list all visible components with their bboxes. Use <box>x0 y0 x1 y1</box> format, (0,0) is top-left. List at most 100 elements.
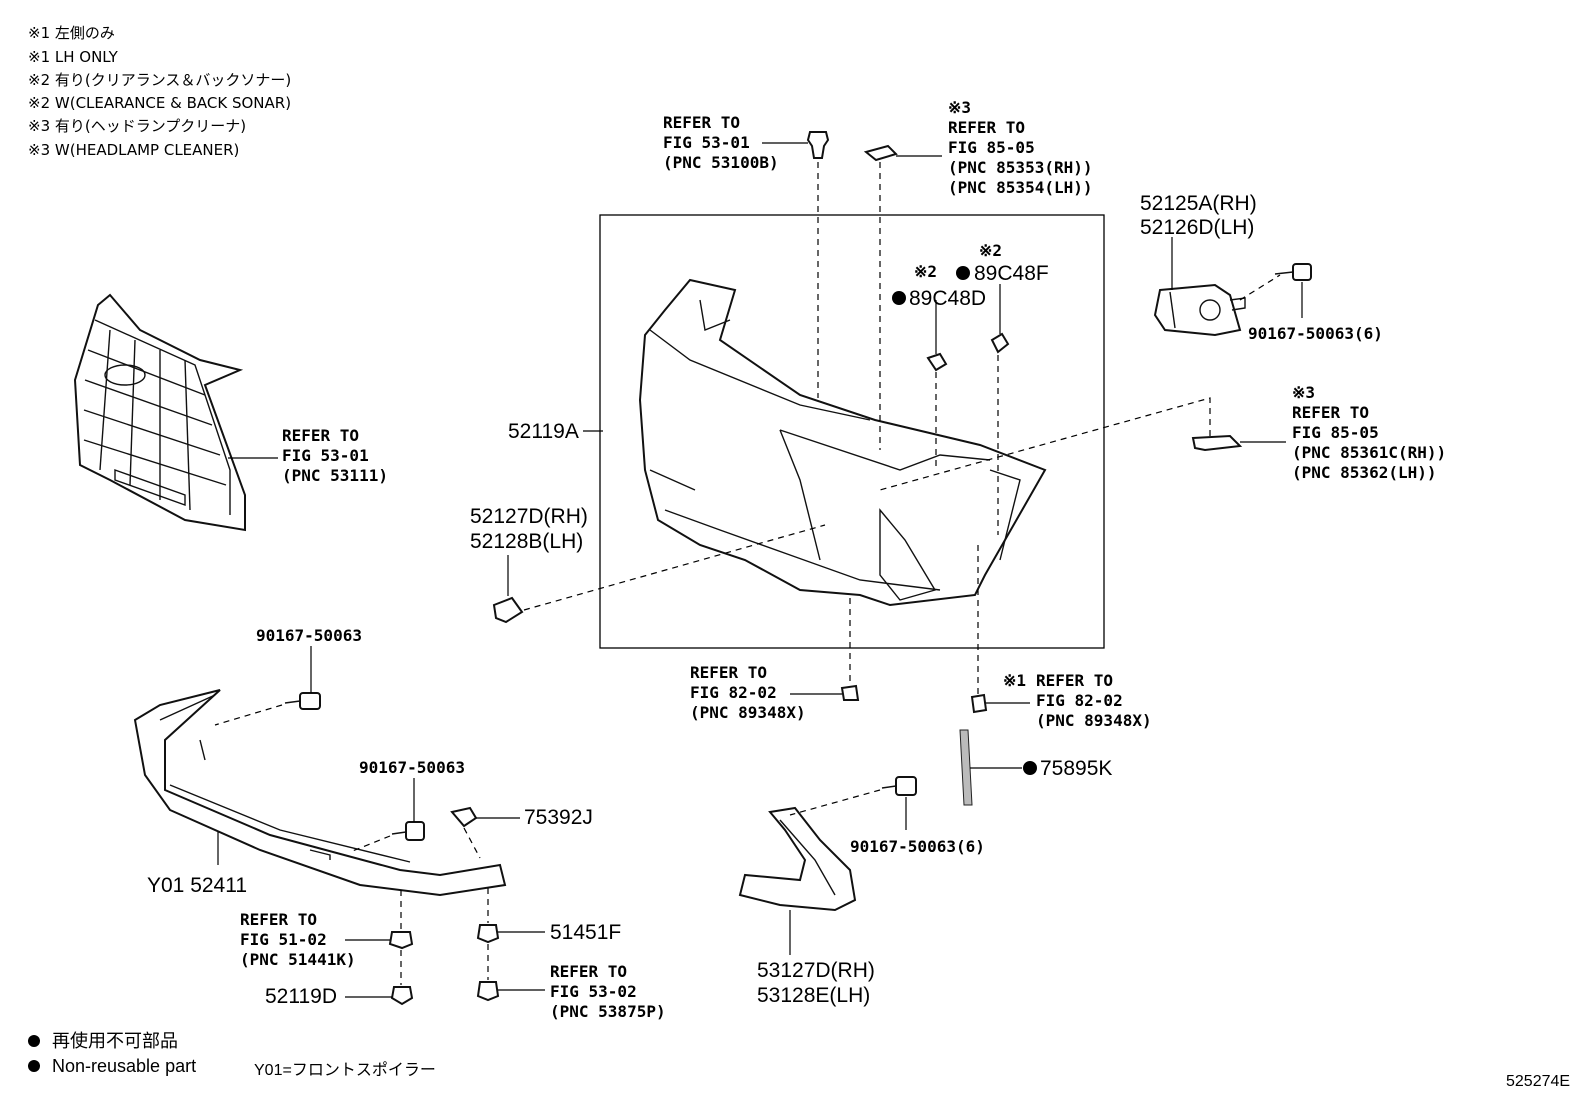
svg-text:REFER TO: REFER TO <box>690 663 767 682</box>
legend-y01: Y01=フロントスポイラー <box>254 1061 436 1079</box>
sonar-retainer-89c48f <box>990 332 1010 354</box>
sonar-89c48d-note: ※2 <box>914 262 937 281</box>
svg-text:REFER TO: REFER TO <box>663 113 740 132</box>
clip-89348x-b <box>970 693 988 714</box>
part-90167-mid-label: 90167-50063 <box>359 758 465 777</box>
dash-85361c <box>879 397 1211 491</box>
non-reusable-dot-75895k <box>1023 761 1037 775</box>
part-75895k-label: 75895K <box>1040 757 1112 780</box>
dash-bolt-left <box>214 704 283 726</box>
part-75392j-label: 75392J <box>524 806 593 829</box>
svg-text:FIG 51-02: FIG 51-02 <box>240 930 327 949</box>
headlamp-cleaner-cap <box>863 144 898 162</box>
sonar-89c48f-label: 89C48F <box>974 262 1049 285</box>
svg-text:(PNC 53875P): (PNC 53875P) <box>550 1002 666 1021</box>
note-2-jp: ※2 有り(クリアランス＆バックソナー) <box>28 71 291 89</box>
svg-text:FIG 53-02: FIG 53-02 <box>550 982 637 1001</box>
notes-block: ※1 左側のみ ※1 LH ONLY ※2 有り(クリアランス＆バックソナー) … <box>28 24 291 159</box>
legend-non-reusable-jp: 再使用不可部品 <box>52 1031 178 1051</box>
note-3-en: ※3 W(HEADLAMP CLEANER) <box>28 141 239 159</box>
legend-non-reusable-en: Non-reusable part <box>52 1056 196 1076</box>
diagram-code: 525274E <box>1506 1073 1570 1090</box>
svg-text:REFER TO: REFER TO <box>948 118 1025 137</box>
svg-text:※3: ※3 <box>948 98 971 117</box>
front-spoiler <box>133 689 507 897</box>
refer-53100b-label: REFER TO FIG 53-01 (PNC 53100B) <box>663 113 779 172</box>
part-y01-52411-label: Y01 52411 <box>147 874 247 897</box>
note-2-en: ※2 W(CLEARANCE & BACK SONAR) <box>28 94 291 112</box>
bolt-90167-bottom <box>881 776 917 796</box>
part-51451f-label: 51451F <box>550 921 621 944</box>
tow-hook-cover <box>492 596 524 624</box>
front-bumper-cover <box>638 278 1047 607</box>
svg-text:53128E(LH): 53128E(LH) <box>757 984 870 1007</box>
svg-text:REFER TO: REFER TO <box>282 426 359 445</box>
svg-text:FIG 82-02: FIG 82-02 <box>690 683 777 702</box>
dash-bolt-top-right <box>1239 274 1281 301</box>
refer-89348x-a-label: REFER TO FIG 82-02 (PNC 89348X) <box>690 663 806 722</box>
svg-text:REFER TO: REFER TO <box>550 962 627 981</box>
retainer-75392j <box>450 806 478 828</box>
headlamp-cleaner-nozzle <box>1191 434 1243 452</box>
svg-text:FIG 85-05: FIG 85-05 <box>948 138 1035 157</box>
non-reusable-dot-89c48d <box>892 291 906 305</box>
refer-85361c-label: ※3 REFER TO FIG 85-05 (PNC 85361C(RH)) (… <box>1292 383 1446 482</box>
bolt-90167-top-right <box>1274 263 1312 281</box>
non-reusable-dot-89c48f <box>956 266 970 280</box>
part-52125a-label: 52125A(RH) 52126D(LH) <box>1140 192 1257 239</box>
svg-text:(PNC 89348X): (PNC 89348X) <box>690 703 806 722</box>
legend-dot-en <box>28 1060 40 1072</box>
clip-51441k <box>388 931 414 950</box>
svg-text:※3: ※3 <box>1292 383 1315 402</box>
refer-53111-label: REFER TO FIG 53-01 (PNC 53111) <box>282 426 388 485</box>
note-3-jp: ※3 有り(ヘッドランプクリーナ) <box>28 117 246 135</box>
part-52127d-label: 52127D(RH) 52128B(LH) <box>470 505 588 553</box>
part-90167-6-bottom-label: 90167-50063(6) <box>850 837 985 856</box>
svg-text:(PNC 85362(LH)): (PNC 85362(LH)) <box>1292 463 1437 482</box>
sonar-retainer-89c48d <box>926 352 948 372</box>
screw-52119d <box>390 986 414 1006</box>
refer-89348x-b-label: ※1 REFER TO FIG 82-02 (PNC 89348X) <box>1003 671 1152 730</box>
svg-text:REFER TO: REFER TO <box>240 910 317 929</box>
svg-text:REFER TO: REFER TO <box>1292 403 1369 422</box>
svg-text:FIG 53-01: FIG 53-01 <box>282 446 369 465</box>
bolt-90167-left <box>284 692 321 710</box>
part-90167-left-label: 90167-50063 <box>256 626 362 645</box>
svg-text:(PNC 85354(LH)): (PNC 85354(LH)) <box>948 178 1093 197</box>
note-1-jp: ※1 左側のみ <box>28 24 115 42</box>
svg-text:(PNC 89348X): (PNC 89348X) <box>1036 711 1152 730</box>
svg-text:52127D(RH): 52127D(RH) <box>470 505 588 528</box>
svg-text:REFER TO: REFER TO <box>1036 671 1113 690</box>
part-52119d-label: 52119D <box>265 985 337 1008</box>
svg-text:FIG 82-02: FIG 82-02 <box>1036 691 1123 710</box>
svg-text:53127D(RH): 53127D(RH) <box>757 959 875 982</box>
nut-53875p <box>476 981 500 1002</box>
sonar-89c48d-label: 89C48D <box>909 287 986 310</box>
part-53127d-label: 53127D(RH) 53128E(LH) <box>757 959 875 1007</box>
dash-bolt-mid <box>349 835 391 853</box>
svg-text:52126D(LH): 52126D(LH) <box>1140 216 1254 239</box>
svg-text:(PNC 53100B): (PNC 53100B) <box>663 153 779 172</box>
adhesive-tape-75895k <box>959 729 973 806</box>
part-52119a-label: 52119A <box>508 420 579 443</box>
svg-text:(PNC 51441K): (PNC 51441K) <box>240 950 356 969</box>
note-1-en: ※1 LH ONLY <box>28 48 119 66</box>
refer-85353-label: ※3 REFER TO FIG 85-05 (PNC 85353(RH)) (P… <box>948 98 1093 197</box>
svg-text:FIG 53-01: FIG 53-01 <box>663 133 750 152</box>
refer-51441k-label: REFER TO FIG 51-02 (PNC 51441K) <box>240 910 356 969</box>
dash-tow-cover <box>523 524 826 611</box>
bumper-bracket-52125a <box>1153 283 1246 337</box>
legend-dot-jp <box>28 1035 40 1047</box>
fog-lamp-bezel <box>738 806 857 912</box>
clip-51451f <box>476 924 500 944</box>
svg-text:※1: ※1 <box>1003 671 1026 690</box>
svg-text:52125A(RH): 52125A(RH) <box>1140 192 1257 215</box>
svg-text:(PNC 85361C(RH)): (PNC 85361C(RH)) <box>1292 443 1446 462</box>
refer-53875p-label: REFER TO FIG 53-02 (PNC 53875P) <box>550 962 666 1021</box>
part-90167-6-top-label: 90167-50063(6) <box>1248 324 1383 343</box>
clip-53100b <box>806 131 830 159</box>
dash-bolt-bottom <box>789 789 881 816</box>
svg-text:52128B(LH): 52128B(LH) <box>470 530 583 553</box>
svg-text:(PNC 53111): (PNC 53111) <box>282 466 388 485</box>
